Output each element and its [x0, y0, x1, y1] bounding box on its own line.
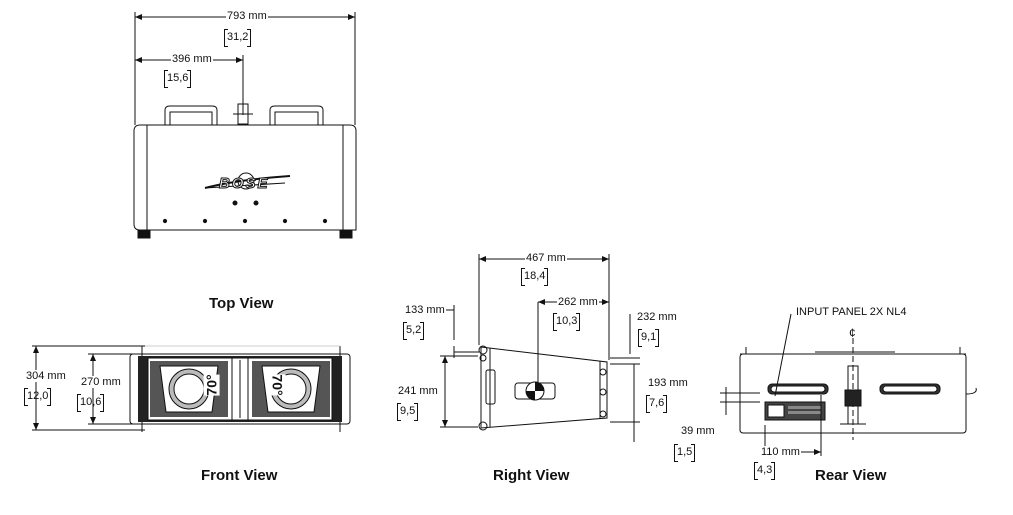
right-top-in-label: 5,2 [402, 322, 425, 340]
top-view-drawing [133, 12, 357, 239]
rear-view-title: Rear View [815, 467, 887, 484]
bose-logo: BOSE [219, 175, 270, 193]
right-back-top-in-label: 9,1 [637, 329, 660, 347]
front-height-mm-label: 304 mm [25, 370, 67, 382]
front-inner-in-label: 10,6 [76, 394, 105, 412]
top-width-mm-label: 793 mm [226, 10, 268, 22]
right-view-drawing [440, 254, 640, 442]
right-front-h-in-label: 9,5 [396, 403, 419, 421]
centerline-symbol: ¢ [849, 326, 856, 340]
right-top-mm-label: 133 mm [404, 304, 446, 316]
rear-offset-in-label: 4,3 [753, 462, 776, 480]
right-back-top-mm-label: 232 mm [636, 311, 678, 323]
front-height-in-label: 12,0 [23, 388, 52, 406]
top-half-in-label: 15,6 [163, 70, 192, 88]
right-depth-mm-label: 467 mm [525, 252, 567, 264]
coverage-left-label: 70° [203, 374, 220, 396]
right-half-mm-label: 262 mm [557, 296, 599, 308]
input-panel-label: INPUT PANEL 2X NL4 [795, 306, 908, 318]
top-half-mm-label: 396 mm [171, 53, 213, 65]
rear-offset-mm-label: 110 mm [760, 446, 801, 458]
rear-small-mm-label: 39 mm [680, 425, 716, 437]
right-back-h-in-label: 7,6 [645, 395, 668, 413]
coverage-right-label: 70° [269, 374, 286, 396]
right-depth-in-label: 18,4 [520, 268, 549, 286]
front-inner-mm-label: 270 mm [80, 376, 122, 388]
right-back-h-mm-label: 193 mm [647, 377, 689, 389]
right-view-title: Right View [493, 467, 570, 484]
right-half-in-label: 10,3 [552, 313, 581, 331]
front-view-drawing [32, 345, 351, 432]
right-front-h-mm-label: 241 mm [397, 385, 439, 397]
top-width-in-label: 31,2 [223, 29, 252, 47]
front-view-title: Front View [201, 467, 278, 484]
rear-small-in-label: 1,5 [673, 444, 696, 462]
top-view-title: Top View [209, 295, 274, 312]
